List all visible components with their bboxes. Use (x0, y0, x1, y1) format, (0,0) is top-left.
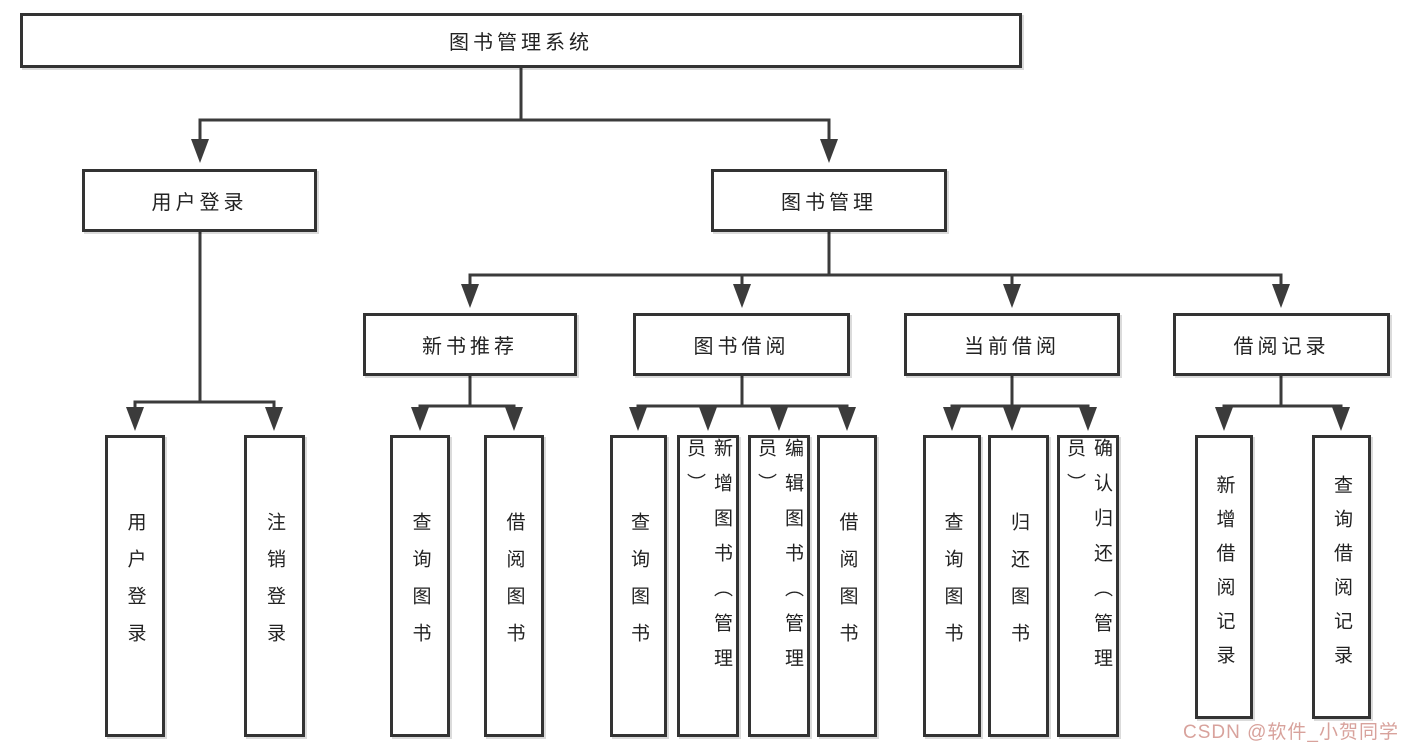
leaf-confirm-return-admin: 确认归还（管理员） (1057, 435, 1119, 737)
csdn-watermark: CSDN @软件_小贺同学 (1183, 722, 1399, 743)
node-borrowing-records: 借阅记录 (1173, 313, 1390, 376)
leaf-user-login: 用户登录 (105, 435, 165, 737)
node-library-management-system: 图书管理系统 (20, 13, 1022, 68)
node-user-login: 用户登录 (82, 169, 317, 232)
node-new-book-recommendation: 新书推荐 (363, 313, 577, 376)
node-book-borrowing: 图书借阅 (633, 313, 850, 376)
leaf-borrow-books: 借阅图书 (817, 435, 877, 737)
leaf-edit-book-admin: 编辑图书（管理员） (748, 435, 810, 737)
leaf-borrow-books-recommend: 借阅图书 (484, 435, 544, 737)
leaf-logout: 注销登录 (244, 435, 305, 737)
leaf-return-books: 归还图书 (988, 435, 1049, 737)
node-book-management: 图书管理 (711, 169, 947, 232)
node-current-borrowing: 当前借阅 (904, 313, 1120, 376)
leaf-add-borrow-record: 新增借阅记录 (1195, 435, 1253, 719)
leaf-query-borrow-record: 查询借阅记录 (1312, 435, 1371, 719)
leaf-query-books-borrowing: 查询图书 (610, 435, 667, 737)
leaf-query-books-current: 查询图书 (923, 435, 981, 737)
leaf-add-book-admin: 新增图书（管理员） (677, 435, 739, 737)
leaf-query-books-recommend: 查询图书 (390, 435, 450, 737)
